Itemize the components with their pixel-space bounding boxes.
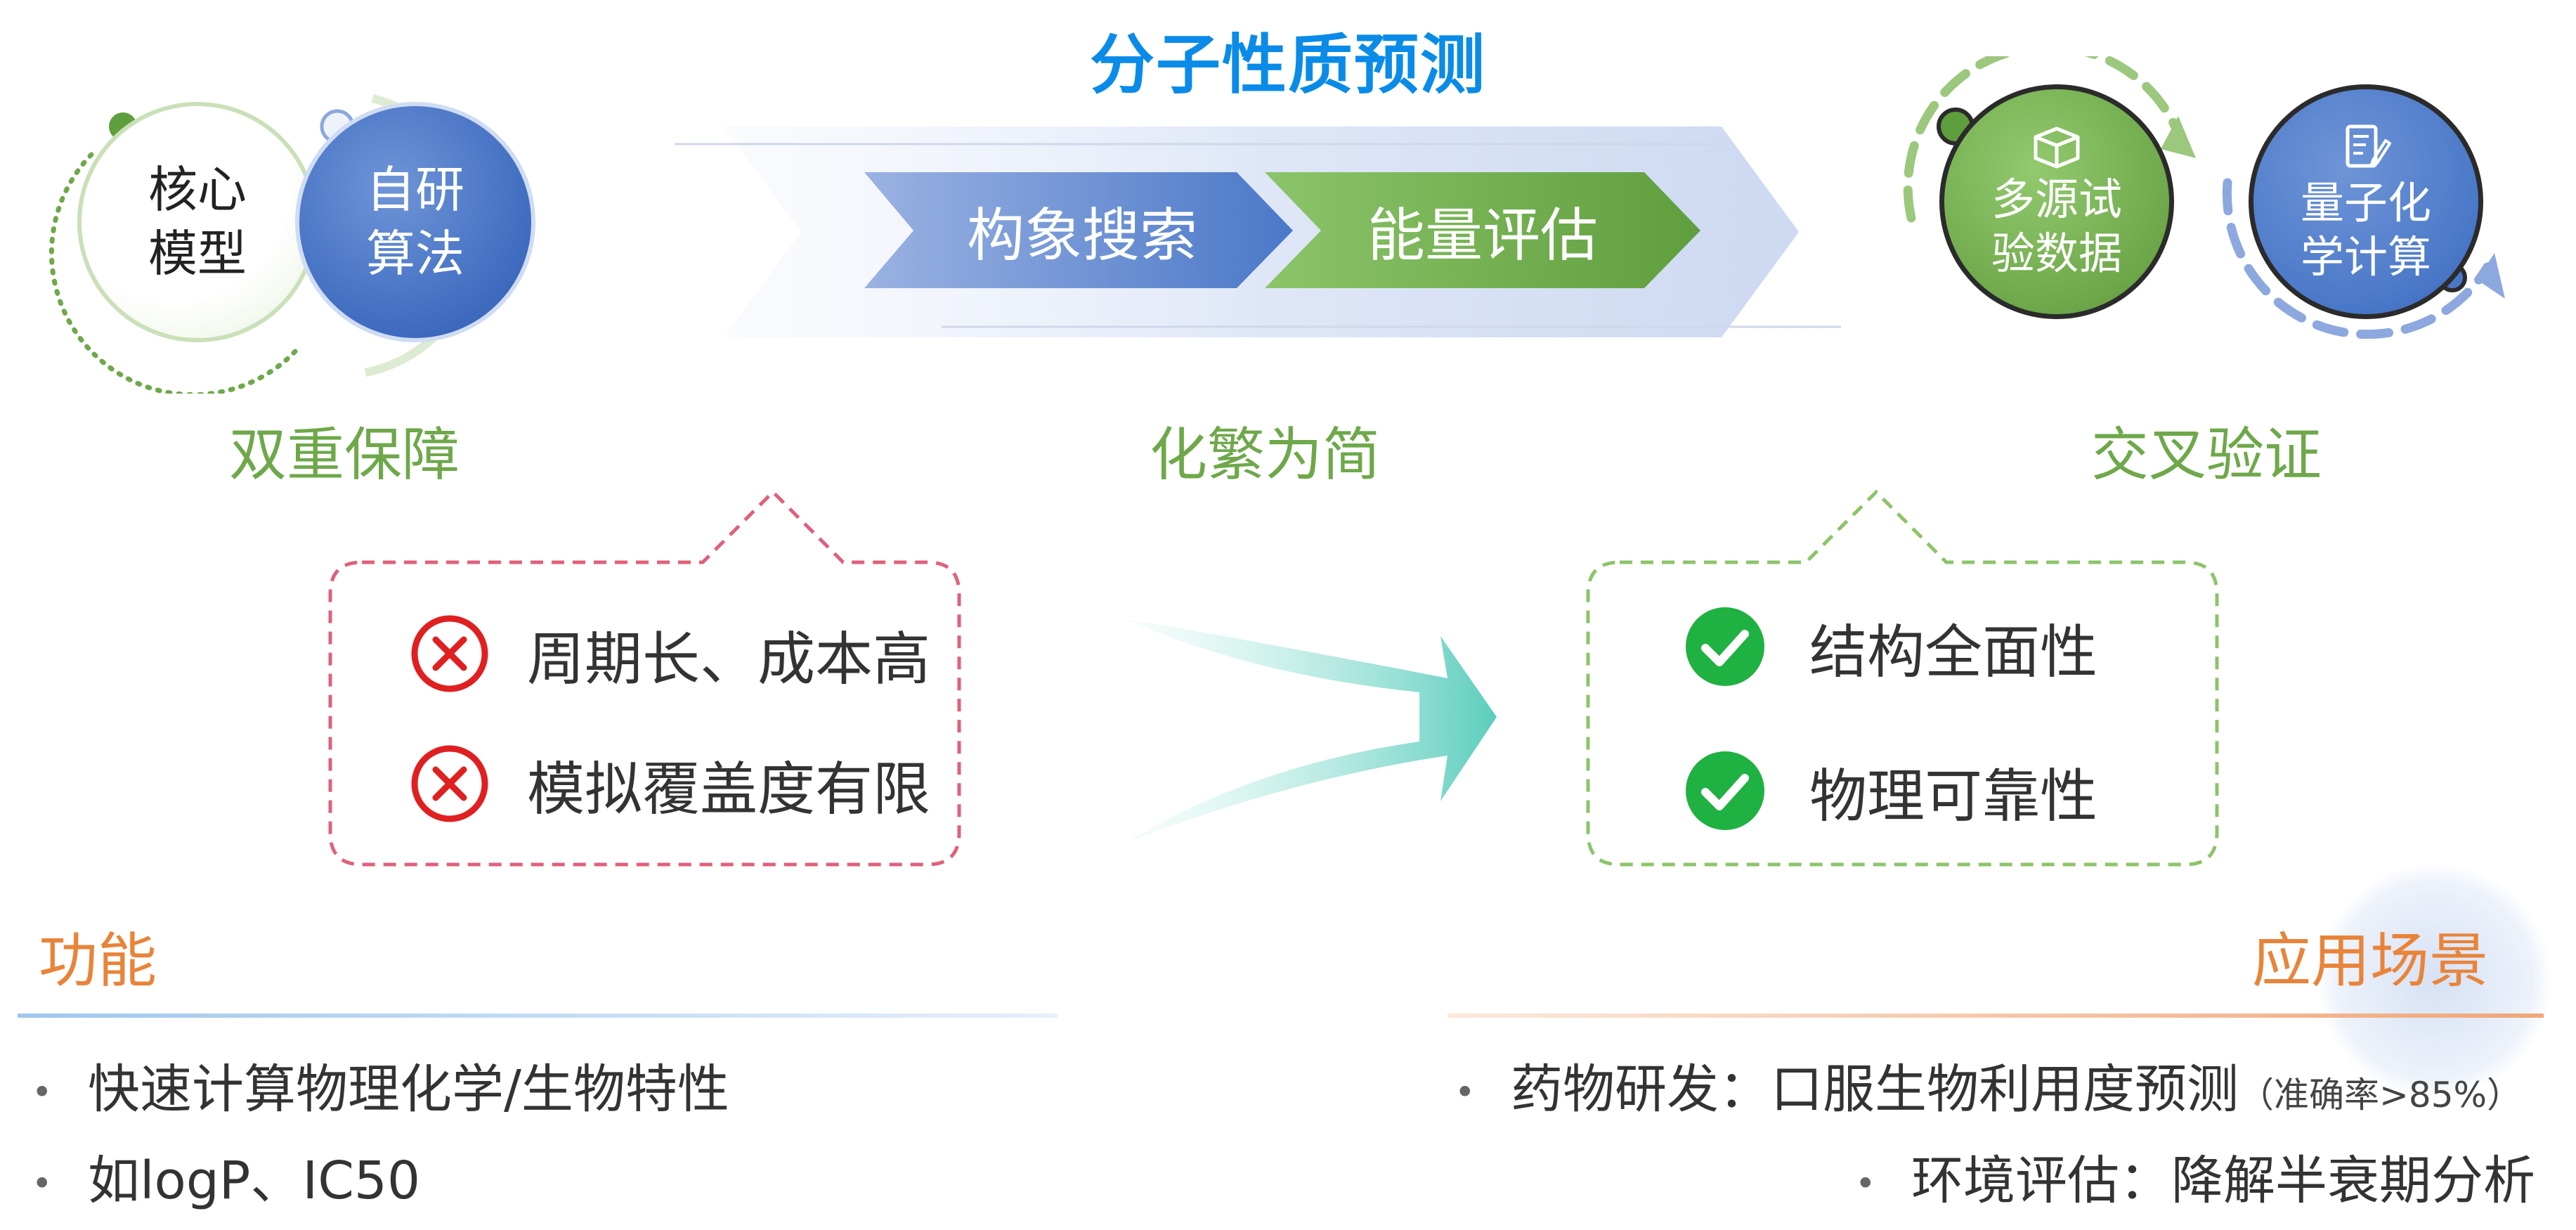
multi-source-data-circle: 多源试 验数据 — [1939, 84, 2174, 319]
x-circle-icon — [411, 745, 488, 822]
list-item: • 环境评估：降解半衰期分析 — [1855, 1139, 2535, 1214]
cons-item-text: 周期长、成本高 — [527, 626, 931, 693]
x-circle-icon — [411, 615, 488, 692]
quantum-line1: 量子化 — [2300, 176, 2431, 228]
dual-guarantee-label: 双重保障 — [228, 422, 460, 488]
transition-arrow — [1124, 619, 1497, 843]
function-item-text: 快速计算物理化学/生物特性 — [88, 1059, 729, 1120]
bullet: • — [32, 1163, 53, 1205]
application-divider — [1448, 1014, 2544, 1018]
application-heading: 应用场景 — [2252, 926, 2489, 995]
cons-item: 模拟覆盖度有限 — [408, 742, 930, 826]
accuracy-note: （准确率>85%） — [2239, 1075, 2523, 1115]
multi-source-line2: 验数据 — [1991, 228, 2122, 279]
bullet: • — [1455, 1072, 1476, 1113]
pros-callout-border — [1586, 489, 2219, 867]
check-circle-icon — [1686, 751, 1764, 830]
pros-item: 结构全面性 — [1683, 604, 2097, 689]
self-developed-algorithm-circle: 自研 算法 — [295, 102, 535, 342]
core-model-line1: 核心 — [148, 161, 247, 219]
page-title: 分子性质预测 — [1089, 27, 1486, 103]
core-model-line2: 模型 — [148, 225, 247, 283]
algorithm-line2: 算法 — [366, 225, 464, 283]
function-heading: 功能 — [39, 926, 157, 995]
simplify-label: 化繁为简 — [1149, 422, 1380, 488]
function-divider — [18, 1014, 1058, 1018]
list-item: • 如logP、IC50 — [32, 1139, 420, 1214]
heading-decor-circle — [2319, 865, 2551, 1096]
quantum-chemistry-circle: 量子化 学计算 — [2249, 84, 2483, 319]
check-circle-icon — [1686, 607, 1764, 686]
conformation-search-step: 构象搜索 — [966, 202, 1197, 269]
cons-item-text: 模拟覆盖度有限 — [527, 756, 931, 823]
document-edit-icon — [2346, 124, 2391, 167]
bullet: • — [1855, 1163, 1876, 1205]
core-model-circle: 核心 模型 — [77, 102, 318, 342]
algorithm-line1: 自研 — [366, 161, 464, 219]
multi-source-line1: 多源试 — [1991, 173, 2122, 225]
box-icon — [2034, 127, 2080, 168]
process-arrow-banner — [675, 127, 1841, 337]
quantum-line2: 学计算 — [2300, 231, 2431, 283]
list-item: • 快速计算物理化学/生物特性 — [32, 1047, 729, 1122]
cross-validation-label: 交叉验证 — [2090, 422, 2322, 488]
energy-evaluation-step: 能量评估 — [1367, 202, 1598, 269]
pros-item: 物理可靠性 — [1683, 749, 2097, 833]
pros-item-text: 物理可靠性 — [1809, 763, 2098, 830]
list-item: • 药物研发：口服生物利用度预测（准确率>85%） — [1455, 1047, 2522, 1122]
application-item-text: 环境评估：降解半衰期分析 — [1911, 1151, 2535, 1211]
application-item-text: 药物研发：口服生物利用度预测 — [1511, 1059, 2239, 1120]
cons-item: 周期长、成本高 — [408, 611, 930, 696]
bullet: • — [32, 1072, 53, 1113]
pros-item-text: 结构全面性 — [1809, 619, 2098, 686]
function-item-text: 如logP、IC50 — [88, 1151, 421, 1211]
